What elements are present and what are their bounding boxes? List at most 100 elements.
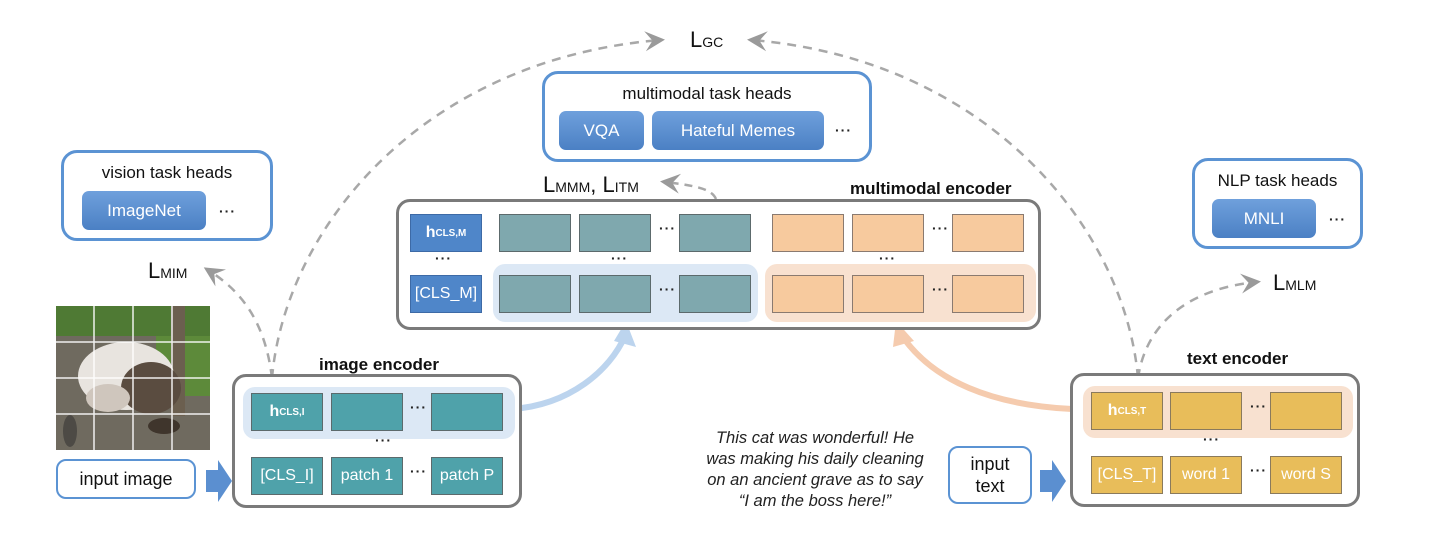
- text-cls-token: [CLS_T]: [1091, 456, 1163, 494]
- text-to-multimodal-arrow: [902, 338, 1073, 412]
- head-mnli[interactable]: MNLI: [1212, 199, 1316, 238]
- loss-separator: ,: [590, 172, 597, 197]
- mm-image-token: [499, 275, 571, 313]
- mm-image-token: [499, 214, 571, 252]
- loss-mlm-sub: MLM: [1285, 277, 1317, 293]
- multimodal-task-heads: multimodal task heads VQA Hateful Memes …: [542, 71, 872, 162]
- nlp-heads-title: NLP task heads: [1217, 171, 1338, 190]
- mm-text-token: [852, 275, 924, 313]
- gc-arc-right: [747, 31, 1140, 379]
- image-hidden-token: [331, 393, 403, 431]
- head-vqa[interactable]: VQA: [559, 111, 644, 150]
- head-hateful-memes[interactable]: Hateful Memes: [652, 111, 824, 150]
- nlp-heads-more: ···: [1329, 211, 1346, 227]
- text-dots: ···: [1250, 398, 1267, 414]
- image-to-multimodal-arrowhead: [614, 321, 636, 347]
- text-h-cls-sub: CLS,T: [1117, 405, 1147, 417]
- image-dots: ···: [410, 399, 427, 415]
- example-text-line: “I am the boss here!”: [738, 492, 892, 510]
- nlp-task-heads: NLP task heads MNLI ···: [1192, 158, 1363, 249]
- multimodal-encoder-title: multimodal encoder: [850, 179, 1012, 198]
- loss-itm-main: L: [602, 172, 615, 197]
- loss-gc-sub: GC: [702, 34, 724, 50]
- mm-text-token: [952, 275, 1024, 313]
- input-image-arrow: [206, 460, 232, 502]
- vision-heads-more: ···: [219, 203, 236, 219]
- text-vertical-dots: ···: [1203, 431, 1220, 447]
- head-imagenet[interactable]: ImageNet: [82, 191, 206, 230]
- mm-vertical-dots: ···: [879, 250, 896, 266]
- mlm-arrow: [1136, 273, 1261, 379]
- mm-image-token: [579, 275, 651, 313]
- vision-heads-title: vision task heads: [101, 163, 233, 182]
- input-text-arrow: [1040, 460, 1066, 502]
- image-h-cls-main: h: [269, 403, 280, 420]
- mm-image-token: [679, 214, 751, 252]
- image-hidden-token: [431, 393, 503, 431]
- text-word-1-token: word 1: [1170, 456, 1242, 494]
- mmm-itm-arrow: [660, 173, 718, 200]
- mm-vertical-dots: ···: [611, 250, 628, 266]
- image-to-multimodal-arrow: [511, 334, 628, 412]
- mm-text-token: [772, 214, 844, 252]
- input-image-photo: [56, 306, 210, 450]
- image-cls-token: [CLS_I]: [251, 457, 323, 495]
- example-text: This cat was wonderful! He was making hi…: [670, 428, 960, 512]
- mm-dots: ···: [659, 281, 676, 297]
- text-h-cls-main: h: [1107, 402, 1118, 419]
- input-image-box: input image: [56, 459, 196, 499]
- loss-gc: LGC: [690, 27, 723, 53]
- loss-mlm-main: L: [1273, 270, 1286, 295]
- loss-mim-main: L: [148, 258, 161, 283]
- image-encoder-title: image encoder: [319, 355, 439, 374]
- loss-mim-sub: MIM: [160, 265, 188, 281]
- input-text-label: text: [975, 476, 1005, 496]
- loss-itm-sub: ITM: [614, 179, 639, 195]
- mm-vertical-dots: ···: [435, 250, 452, 266]
- loss-mmm-sub: MMM: [555, 179, 591, 195]
- mm-text-token: [772, 275, 844, 313]
- mm-text-token: [852, 214, 924, 252]
- mm-image-token: [579, 214, 651, 252]
- multimodal-heads-more: ···: [835, 122, 852, 138]
- loss-gc-main: L: [690, 27, 703, 52]
- loss-mim: LMIM: [148, 258, 187, 284]
- mim-arrow: [203, 267, 274, 379]
- example-text-line: was making his daily cleaning: [706, 450, 924, 468]
- image-patch-1-token: patch 1: [331, 457, 403, 495]
- text-dots: ···: [1250, 462, 1267, 478]
- mm-dots: ···: [932, 281, 949, 297]
- loss-mmm-main: L: [543, 172, 556, 197]
- mm-h-cls-sub: CLS,M: [435, 227, 467, 239]
- text-hidden-token: [1170, 392, 1242, 430]
- loss-mmm-itm: LMMM, LITM: [543, 172, 639, 198]
- image-dots: ···: [410, 463, 427, 479]
- text-encoder-title: text encoder: [1187, 349, 1289, 368]
- mm-dots: ···: [932, 220, 949, 236]
- mm-h-cls-main: h: [425, 224, 436, 241]
- cat-photo-icon: [56, 306, 210, 450]
- gc-arc-left: [270, 31, 665, 379]
- mm-image-token: [679, 275, 751, 313]
- image-h-cls-sub: CLS,I: [279, 406, 305, 418]
- example-text-line: This cat was wonderful! He: [715, 429, 915, 447]
- text-word-s-token: word S: [1270, 456, 1342, 494]
- mm-cls-token: [CLS_M]: [410, 275, 482, 313]
- mm-dots: ···: [659, 220, 676, 236]
- text-hidden-token: [1270, 392, 1342, 430]
- multimodal-heads-title: multimodal task heads: [622, 84, 792, 103]
- image-patch-p-token: patch P: [431, 457, 503, 495]
- example-text-line: on an ancient grave as to say: [707, 471, 923, 489]
- mm-text-token: [952, 214, 1024, 252]
- loss-mlm: LMLM: [1273, 270, 1316, 296]
- input-text-box: input text: [948, 446, 1032, 504]
- input-text-label: input: [970, 454, 1010, 474]
- vision-task-heads: vision task heads ImageNet ···: [61, 150, 273, 241]
